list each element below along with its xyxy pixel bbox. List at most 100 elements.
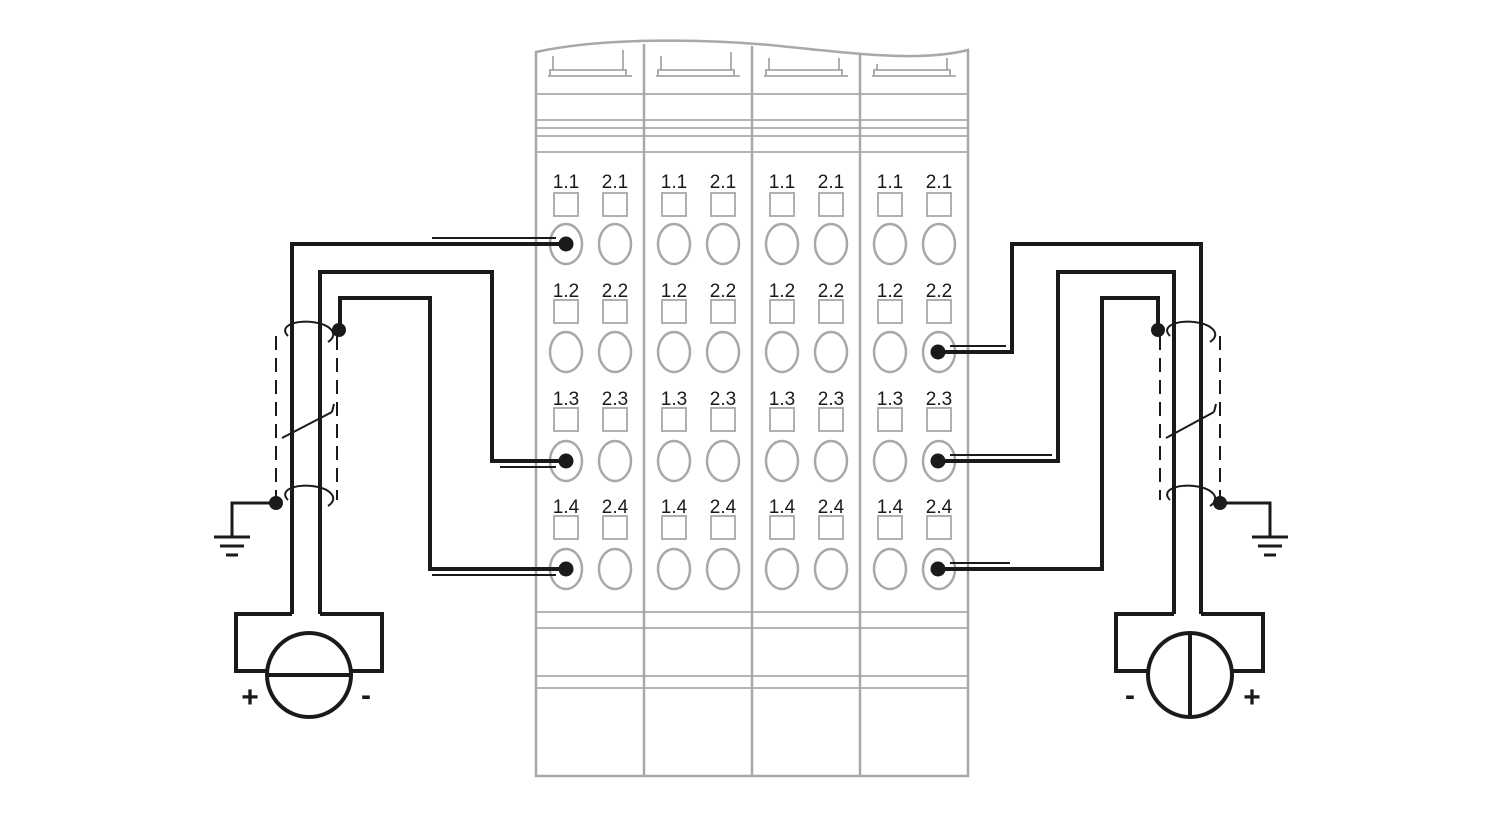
terminal-marker-square xyxy=(877,299,903,324)
terminal-connection-points xyxy=(558,236,946,577)
terminal-marker-square xyxy=(926,515,952,540)
terminal-label: 2.2 xyxy=(602,281,628,302)
terminal-screw-opening[interactable] xyxy=(764,330,800,374)
connection-dot-1-1 xyxy=(558,236,574,252)
right-ground-icon xyxy=(1220,501,1288,557)
terminal-label: 1.1 xyxy=(661,172,687,193)
left-plus-label: + xyxy=(241,681,259,714)
right-minus-label: - xyxy=(1125,679,1135,712)
terminal-label: 2.2 xyxy=(926,281,952,302)
right-current-source-icon xyxy=(1114,612,1265,719)
terminal-screw-opening[interactable] xyxy=(764,547,800,591)
terminal-screw-opening[interactable] xyxy=(597,222,633,266)
left-current-source-icon xyxy=(234,612,384,719)
terminal-label: 2.4 xyxy=(926,497,953,518)
terminal-marker-square xyxy=(602,299,628,324)
terminal-screw-opening[interactable] xyxy=(813,222,849,266)
terminal-screw-opening[interactable] xyxy=(872,330,908,374)
terminal-label: 1.3 xyxy=(553,389,579,410)
terminal-label: 2.3 xyxy=(602,389,628,410)
terminal-screw-opening[interactable] xyxy=(705,222,741,266)
terminal-label: 1.3 xyxy=(661,389,687,410)
terminal-marker-square xyxy=(769,407,795,432)
left-cable-shield xyxy=(275,320,338,507)
terminal-label: 2.1 xyxy=(602,172,628,193)
terminal-marker-square xyxy=(553,299,579,324)
left-minus-label: - xyxy=(361,679,371,712)
terminal-marker-square xyxy=(818,299,844,324)
terminal-screw-opening[interactable] xyxy=(656,547,692,591)
terminal-label: 1.1 xyxy=(769,172,795,193)
terminal-label: 2.3 xyxy=(818,389,844,410)
terminal-screw-opening[interactable] xyxy=(656,222,692,266)
terminal-label: 2.3 xyxy=(926,389,952,410)
connection-dot-2-2 xyxy=(930,344,946,360)
terminal-label: 2.1 xyxy=(818,172,844,193)
terminal-marker-square xyxy=(602,515,628,540)
terminal-screw-opening[interactable] xyxy=(872,222,908,266)
terminal-marker-square xyxy=(661,192,687,217)
terminal-marker-square xyxy=(661,515,687,540)
terminal-label: 2.3 xyxy=(710,389,736,410)
terminal-label: 1.1 xyxy=(877,172,903,193)
terminal-screw-opening[interactable] xyxy=(656,330,692,374)
terminal-marker-square xyxy=(710,515,736,540)
terminal-label: 2.4 xyxy=(818,497,845,518)
terminal-label: 1.2 xyxy=(553,281,579,302)
terminal-screw-opening[interactable] xyxy=(872,439,908,483)
terminal-marker-square xyxy=(926,299,952,324)
terminal-marker-square xyxy=(818,192,844,217)
terminal-marker-square xyxy=(661,407,687,432)
terminal-screw-opening[interactable] xyxy=(597,547,633,591)
terminal-screw-opening[interactable] xyxy=(705,547,741,591)
terminal-screw-opening[interactable] xyxy=(597,330,633,374)
terminal-marker-square xyxy=(877,515,903,540)
right-circuit: - + xyxy=(938,242,1288,719)
terminal-marker-square xyxy=(818,515,844,540)
terminal-label: 2.2 xyxy=(710,281,736,302)
connection-dot-1-3 xyxy=(558,453,574,469)
terminal-marker-square xyxy=(710,192,736,217)
right-wire-2-3 xyxy=(938,270,1176,614)
terminal-screw-opening[interactable] xyxy=(813,330,849,374)
terminal-screw-opening[interactable] xyxy=(872,547,908,591)
terminal-marker-square xyxy=(553,407,579,432)
terminal-marker-square xyxy=(661,299,687,324)
terminal-screw-opening[interactable] xyxy=(705,330,741,374)
terminal-label: 1.2 xyxy=(661,281,687,302)
terminal-label: 1.4 xyxy=(877,497,904,518)
terminal-marker-square xyxy=(710,299,736,324)
right-wire-2-4 xyxy=(938,296,1160,571)
terminal-marker-square xyxy=(769,515,795,540)
left-circuit: + - xyxy=(214,237,566,719)
terminal-screw-opening[interactable] xyxy=(656,439,692,483)
terminal-marker-square xyxy=(553,515,579,540)
right-plus-label: + xyxy=(1243,681,1261,714)
right-wire-2-2 xyxy=(938,242,1203,614)
terminal-label: 1.4 xyxy=(661,497,688,518)
terminal-marker-square xyxy=(926,407,952,432)
terminal-marker-square xyxy=(769,299,795,324)
terminal-label: 1.1 xyxy=(553,172,579,193)
terminal-screw-opening[interactable] xyxy=(764,439,800,483)
terminal-screw-opening[interactable] xyxy=(597,439,633,483)
terminal-label: 1.4 xyxy=(769,497,796,518)
terminal-marker-square xyxy=(877,407,903,432)
terminal-screw-opening[interactable] xyxy=(705,439,741,483)
terminal-marker-square xyxy=(602,192,628,217)
housing-outline xyxy=(534,39,970,778)
terminal-screw-opening[interactable] xyxy=(813,439,849,483)
terminal-marker-square xyxy=(769,192,795,217)
terminal-screw-opening[interactable] xyxy=(548,330,584,374)
terminal-marker-square xyxy=(818,407,844,432)
terminal-marker-square xyxy=(710,407,736,432)
terminal-label: 1.3 xyxy=(769,389,795,410)
terminal-screw-opening[interactable] xyxy=(813,547,849,591)
terminal-screw-opening[interactable] xyxy=(764,222,800,266)
left-wire-1-4 xyxy=(338,296,566,571)
terminal-screw-opening[interactable] xyxy=(921,222,957,266)
left-ground-icon xyxy=(214,501,276,557)
terminal-grid: 1.1 2.1 1.2 2.2 1.3 2.3 1.4 2.4 1.1 2.1 1.2 2.2 1.3 2… xyxy=(548,172,957,591)
terminal-label: 2.1 xyxy=(926,172,952,193)
